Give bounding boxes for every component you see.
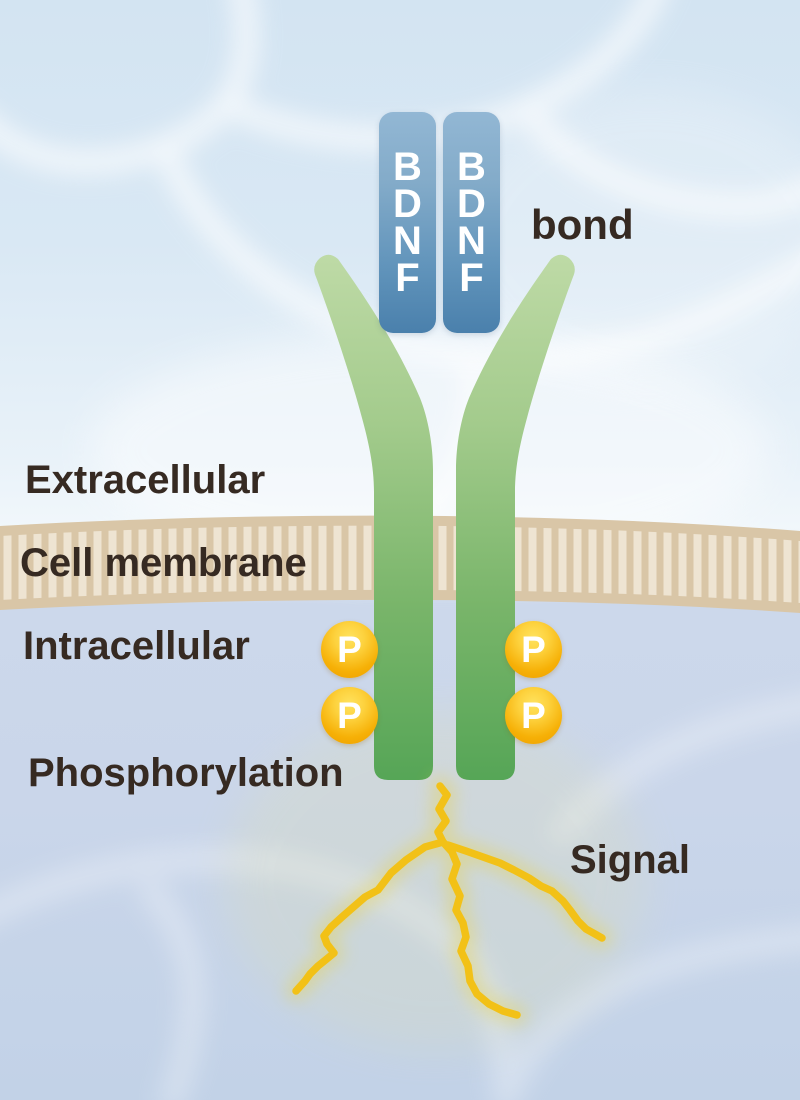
membrane-stripe <box>288 525 297 603</box>
membrane-stripe <box>558 525 567 603</box>
bdnf-letter: N <box>457 218 486 263</box>
bdnf-letter: B <box>393 144 422 189</box>
bdnf-letter: D <box>457 181 486 226</box>
membrane-stripe <box>273 525 282 603</box>
membrane-stripe <box>693 525 702 603</box>
membrane-stripe <box>78 525 87 603</box>
bdnf-letter: N <box>393 218 422 263</box>
membrane-stripe <box>183 525 192 603</box>
membrane-stripe <box>438 525 447 603</box>
phosphorylation-label: Phosphorylation <box>28 751 344 795</box>
membrane-stripe <box>108 525 117 603</box>
membrane-stripe <box>93 525 102 603</box>
membrane-stripe <box>798 525 800 603</box>
membrane-stripe <box>33 525 42 603</box>
extracellular-label: Extracellular <box>25 458 266 502</box>
membrane-stripe <box>678 525 687 603</box>
membrane-stripe <box>648 525 657 603</box>
membrane-stripe <box>573 525 582 603</box>
membrane-stripe <box>513 525 522 603</box>
membrane-stripe <box>213 525 222 603</box>
phosphate-badge: P <box>321 687 378 744</box>
receptor-left-subunit <box>314 254 433 780</box>
receptor-right-subunit <box>456 254 575 780</box>
membrane-stripe <box>708 525 717 603</box>
membrane-stripe <box>318 525 327 603</box>
signal-branch-right <box>444 841 606 942</box>
bdnf-unit-2: B D N F <box>443 112 500 333</box>
signal-branch-left <box>292 838 447 995</box>
signal-branch-middle <box>439 838 521 1019</box>
cell-membrane-label: Cell membrane <box>20 541 307 585</box>
membrane-stripe <box>153 525 162 603</box>
bdnf-unit-1: B D N F <box>379 112 436 333</box>
bdnf-letter: F <box>459 255 484 300</box>
signal-bolt <box>292 782 606 1019</box>
membrane-stripe <box>528 525 537 603</box>
membrane-stripe <box>543 525 552 603</box>
membrane-stripe <box>168 525 177 603</box>
bdnf-letter: D <box>393 181 422 226</box>
phosphate-badge: P <box>321 621 378 678</box>
membrane-stripe <box>753 525 762 603</box>
membrane-stripe <box>228 525 237 603</box>
signal-label: Signal <box>570 838 691 882</box>
membrane-stripe <box>333 525 342 603</box>
intracellular-label: Intracellular <box>23 624 250 668</box>
signal-stem <box>434 782 451 846</box>
phosphate-badge: P <box>505 621 562 678</box>
membrane-stripe <box>63 525 72 603</box>
bdnf-letter: F <box>395 255 420 300</box>
membrane-stripe <box>768 525 777 603</box>
bdnf-letter: B <box>457 144 486 189</box>
membrane-stripe <box>123 525 132 603</box>
membrane-stripe <box>243 525 252 603</box>
receptor-dimer <box>314 254 575 780</box>
membrane-stripe <box>603 525 612 603</box>
membrane-stripe <box>723 525 732 603</box>
membrane-stripe <box>663 525 672 603</box>
bond-label: bond <box>531 201 634 248</box>
phosphate-badge: P <box>505 687 562 744</box>
membrane-stripe <box>783 525 792 603</box>
membrane-stripe <box>48 525 57 603</box>
membrane-stripe <box>588 525 597 603</box>
membrane-stripe <box>3 525 12 603</box>
membrane-stripe <box>138 525 147 603</box>
membrane-stripe <box>618 525 627 603</box>
membrane-stripe <box>18 525 27 603</box>
membrane-stripe <box>738 525 747 603</box>
membrane-stripe <box>303 525 312 603</box>
membrane-stripe <box>363 525 372 603</box>
membrane-stripe <box>198 525 207 603</box>
membrane-stripe <box>348 525 357 603</box>
membrane-stripe <box>258 525 267 603</box>
membrane-stripe <box>633 525 642 603</box>
